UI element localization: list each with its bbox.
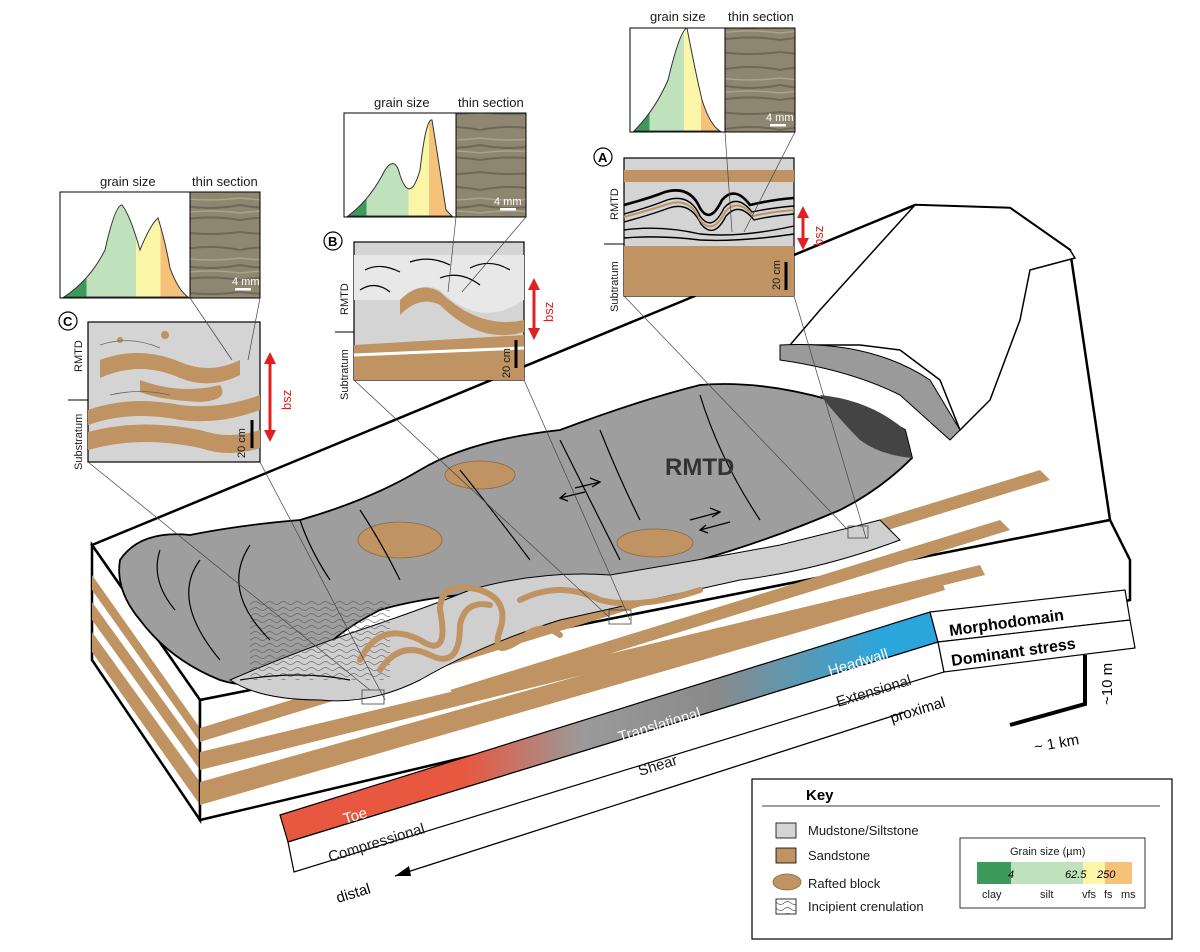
panel-b-rmtd: RMTD <box>339 283 351 315</box>
panel-a: 4 mm grain size thin section RMTD Subtra… <box>593 9 869 539</box>
panel-a-base: Subtratum <box>609 261 621 312</box>
panel-c-grain-label: grain size <box>100 174 156 189</box>
key-title: Key <box>806 787 834 804</box>
toe-folded-sandstone <box>357 584 703 673</box>
grain-b1: 4 <box>1008 869 1014 881</box>
panel-c-thin-section <box>189 191 261 299</box>
panel-a-bsz: bsz <box>811 226 826 246</box>
key-rafted-label: Rafted block <box>808 876 881 891</box>
grain-fs-ms <box>1105 862 1132 884</box>
panel-a-thin-section <box>724 27 796 133</box>
panel-a-rmtd: RMTD <box>609 188 621 220</box>
headwall-wall <box>779 343 961 441</box>
panel-b-grain-label: grain size <box>374 95 430 110</box>
panel-a-scale-cm: 20 cm <box>771 260 783 290</box>
panel-a-letter: A <box>598 150 608 165</box>
panel-b: 4 mm grain size thin section RMTD Subtra… <box>323 95 632 625</box>
morphodomain-band <box>279 589 1136 873</box>
panel-b-thin-section <box>455 112 527 218</box>
panel-c-rmtd: RMTD <box>73 340 85 372</box>
grain-b3: 250 <box>1096 869 1116 881</box>
distal-arrowhead <box>395 866 411 876</box>
panel-a-grain-curve <box>632 27 722 132</box>
panel-c-scale-cm: 20 cm <box>236 428 248 458</box>
rmtd-dark-remnant <box>820 395 912 458</box>
panel-c: 4 mm grain size thin section RMTD Substr… <box>58 174 386 705</box>
key-mud-label: Mudstone/Siltstone <box>808 823 919 838</box>
proximal-label: proximal <box>888 694 947 727</box>
grain-vfs <box>1083 862 1105 884</box>
grain-class-fs: fs <box>1104 889 1113 901</box>
panel-b-thin-label: thin section <box>458 95 524 110</box>
scale-bar <box>1009 655 1087 727</box>
scale-vertical: ~10 m <box>1099 663 1116 705</box>
panel-c-scale-mm: 4 mm <box>232 276 260 288</box>
block-front-face <box>90 541 202 825</box>
grain-class-clay: clay <box>982 889 1002 901</box>
crenulation-zone <box>250 600 390 680</box>
panel-b-letter: B <box>328 234 337 249</box>
rmtd-structures <box>156 394 761 681</box>
panel-a-grain-label: grain size <box>650 9 706 24</box>
panel-c-grain-curve <box>62 204 190 298</box>
grain-silt <box>1011 862 1083 884</box>
key-rafted-swatch <box>772 873 802 891</box>
panel-b-letter-circle <box>323 231 343 251</box>
grain-clay <box>977 862 1011 884</box>
panel-b-base: Subtratum <box>339 349 351 400</box>
shear-arrows <box>558 477 731 534</box>
rmtd-title: RMTD <box>665 454 734 481</box>
grain-class-ms: ms <box>1121 889 1136 901</box>
panel-c-letter-circle <box>58 311 78 331</box>
panel-c-thin-label: thin section <box>192 174 258 189</box>
key-sand-label: Sandstone <box>808 848 870 863</box>
scale-horizontal: ~ 1 km <box>1033 731 1081 756</box>
key-mud-swatch <box>775 822 797 839</box>
grain-b2: 62.5 <box>1065 869 1087 881</box>
key-panel: Key Mudstone/Siltstone Sandstone Rafted … <box>751 778 1173 940</box>
domain-toe: Toe <box>341 804 369 827</box>
key-crenulation-swatch <box>775 898 797 915</box>
panel-c-bsz: bsz <box>279 390 294 410</box>
distal-label: distal <box>334 880 372 906</box>
key-crenulation-label: Incipient crenulation <box>808 899 924 914</box>
panel-c-base: Substratum <box>73 414 85 470</box>
panel-c-letter: C <box>63 314 73 329</box>
panel-b-grain-curve <box>346 119 454 217</box>
grain-class-silt: silt <box>1040 889 1053 901</box>
panel-a-letter-circle <box>593 147 613 167</box>
panel-a-scale-mm: 4 mm <box>766 112 794 124</box>
panel-b-scale-cm: 20 cm <box>501 348 513 378</box>
rafted-blocks <box>357 460 694 559</box>
panel-b-bsz: bsz <box>541 302 556 322</box>
panel-a-thin-label: thin section <box>728 9 794 24</box>
panel-b-scale-mm: 4 mm <box>494 196 522 208</box>
key-sand-swatch <box>775 847 797 864</box>
grain-legend-title: Grain size (µm) <box>1010 846 1085 858</box>
distal-arrow <box>394 711 906 877</box>
grain-class-vfs: vfs <box>1082 889 1097 901</box>
